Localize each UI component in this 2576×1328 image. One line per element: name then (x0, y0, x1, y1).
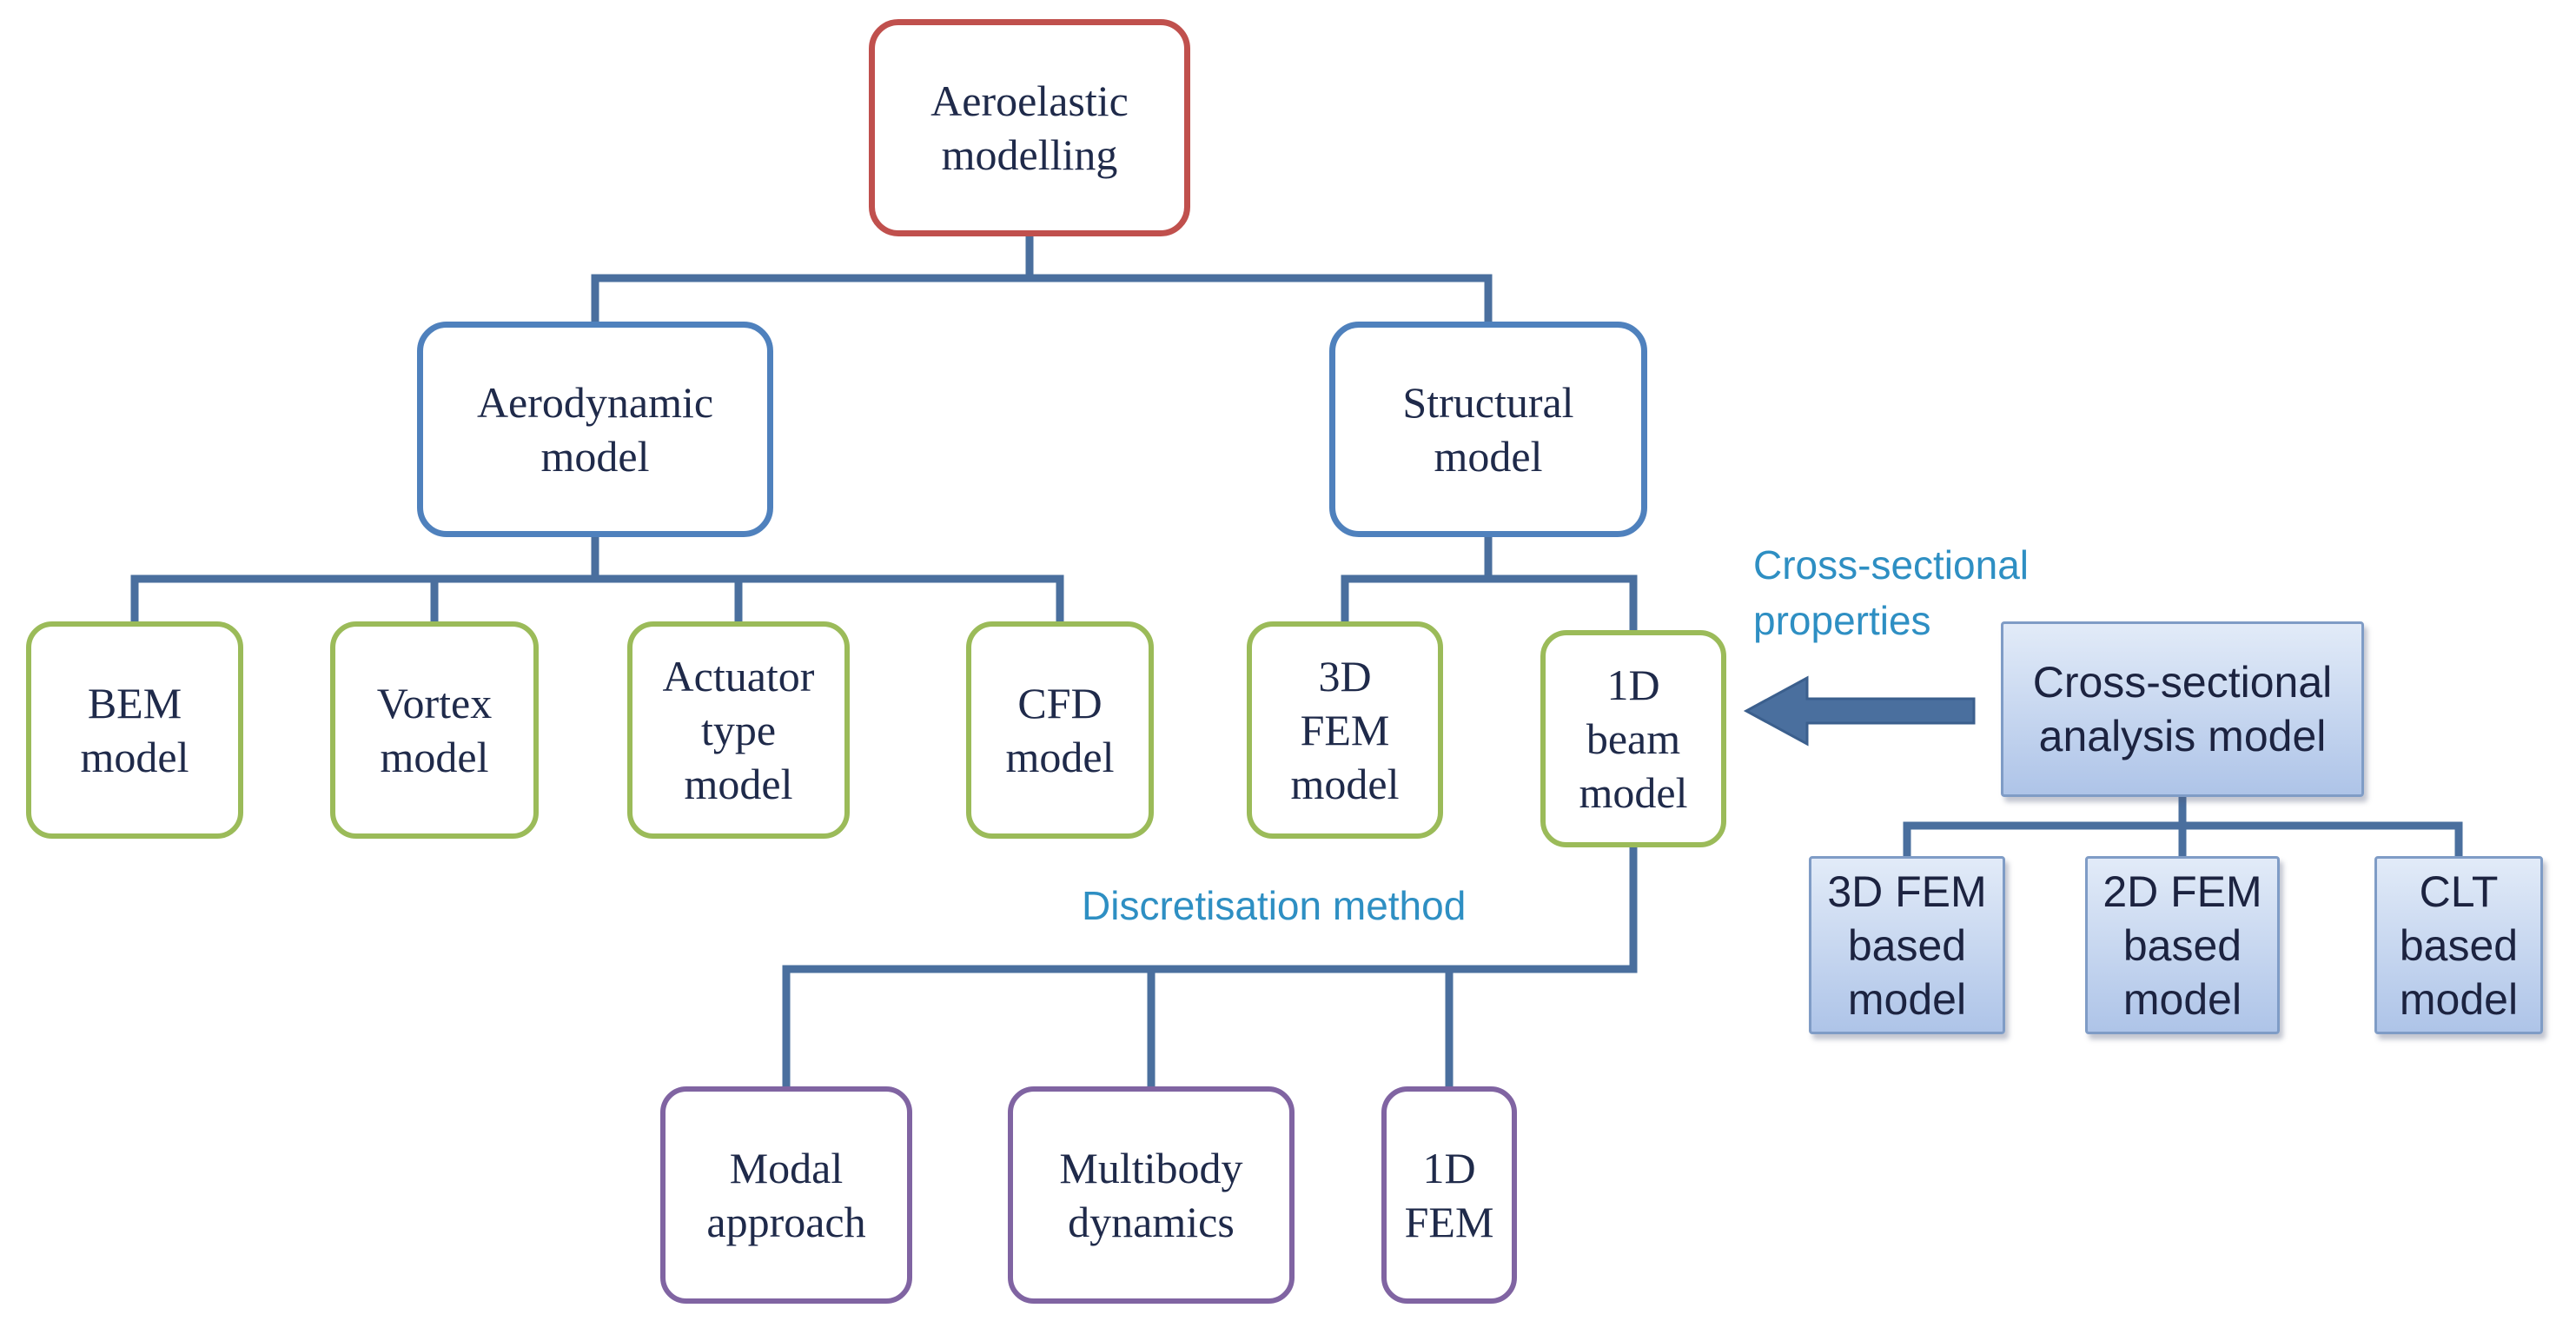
arrow-icon (1743, 675, 1976, 747)
node-label: Aerodynamic model (476, 378, 714, 481)
node-vortex-model: Vortex model (330, 621, 539, 839)
node-actuator-type-model: Actuator type model (627, 621, 850, 839)
node-label: Multibody dynamics (1059, 1144, 1243, 1246)
node-1d-fem: 1D FEM (1381, 1086, 1517, 1304)
node-label: Structural model (1402, 378, 1574, 481)
node-3d-fem-based-model: 3D FEM based model (1809, 856, 2005, 1034)
node-label: CFD model (1005, 679, 1115, 781)
node-label: 3D FEM model (1290, 652, 1400, 808)
label-cross-sectional-properties: Cross-sectional properties (1753, 542, 2029, 643)
node-label: BEM model (80, 679, 189, 781)
connector-root-structural (1025, 274, 1493, 326)
connector-aerodynamic (130, 533, 599, 626)
connector-structural-beam (1484, 574, 1638, 634)
node-label: 3D FEM based model (1827, 867, 1987, 1024)
node-label: 1D FEM (1404, 1144, 1494, 1246)
node-multibody-dynamics: Multibody dynamics (1008, 1086, 1295, 1304)
node-3d-fem-model: 3D FEM model (1247, 621, 1443, 839)
connector-cross-sectional (1903, 793, 2187, 860)
node-label: CLT based model (2399, 867, 2519, 1024)
node-1d-beam-model: 1D beam model (1540, 630, 1726, 847)
node-cross-sectional-analysis-model: Cross-sectional analysis model (2001, 621, 2364, 797)
node-aerodynamic-model: Aerodynamic model (417, 322, 773, 537)
connector-structural (1341, 533, 1493, 626)
connector-beam (782, 843, 1638, 1091)
node-label: Cross-sectional analysis model (2032, 658, 2333, 760)
node-label: 1D beam model (1579, 661, 1688, 817)
node-structural-model: Structural model (1329, 322, 1647, 537)
node-bem-model: BEM model (26, 621, 243, 839)
label-discretisation-method: Discretisation method (1082, 883, 1467, 928)
node-modal-approach: Modal approach (660, 1086, 912, 1304)
node-2d-fem-based-model: 2D FEM based model (2085, 856, 2280, 1034)
node-cfd-model: CFD model (966, 621, 1154, 839)
node-label: Vortex model (376, 679, 493, 781)
node-aeroelastic-modelling: Aeroelastic modelling (869, 19, 1190, 236)
node-clt-based-model: CLT based model (2374, 856, 2543, 1034)
connector-aero-cfd (591, 574, 1064, 626)
node-label: Actuator type model (662, 652, 815, 808)
node-label: 2D FEM based model (2103, 867, 2262, 1024)
connector-root (591, 232, 1034, 326)
node-label: Aeroelastic modelling (930, 76, 1129, 179)
node-label: Modal approach (706, 1144, 866, 1246)
connector-cs-clt (2178, 821, 2463, 860)
